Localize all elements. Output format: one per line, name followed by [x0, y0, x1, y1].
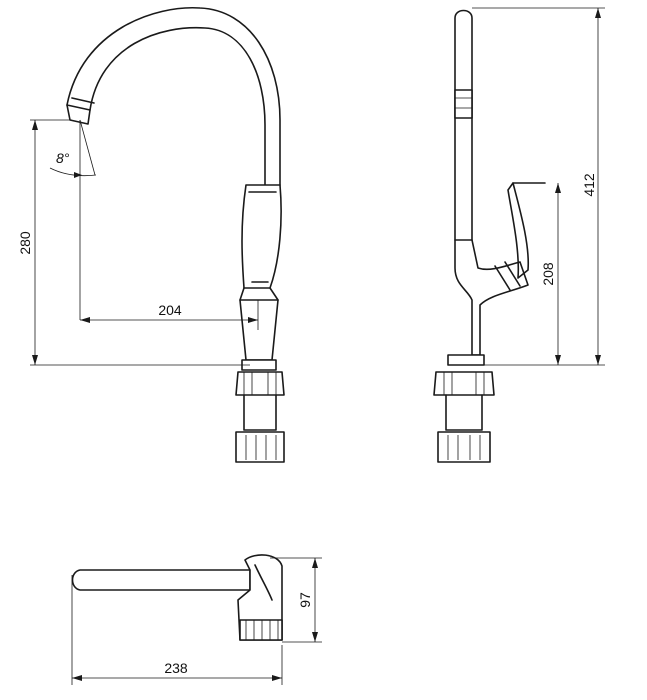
- dim-angle-label: 8°: [56, 150, 70, 166]
- dim-97: 97: [270, 557, 322, 643]
- top-base: [239, 619, 283, 641]
- dim-238-label: 238: [164, 660, 188, 676]
- front-spout: [66, 6, 281, 186]
- dim-angle: 8°: [49, 119, 97, 320]
- front-view: 280 8° 204: [17, 6, 285, 463]
- dim-204: 204: [80, 300, 259, 330]
- dim-204-label: 204: [158, 302, 182, 318]
- front-nut: [235, 371, 285, 396]
- side-nut: [433, 371, 495, 396]
- dim-412-label: 412: [581, 173, 597, 197]
- top-view: 97 238: [71, 554, 322, 685]
- dim-97-label: 97: [297, 592, 313, 608]
- side-aerator: [454, 89, 473, 119]
- dim-208-label: 208: [540, 262, 556, 286]
- front-body: [239, 287, 279, 361]
- side-body: [454, 239, 529, 356]
- top-handle: [237, 554, 283, 641]
- dim-208: 208: [540, 183, 561, 365]
- dim-412: 412: [472, 7, 605, 366]
- front-fitting: [235, 431, 285, 463]
- side-fitting: [437, 431, 491, 463]
- front-aerator: [66, 104, 91, 125]
- top-spout: [71, 569, 251, 591]
- front-handle: [241, 184, 282, 289]
- dim-280: 280: [17, 119, 250, 366]
- dim-238: 238: [71, 575, 283, 685]
- side-handle: [507, 182, 530, 279]
- dim-280-label: 280: [17, 231, 33, 255]
- side-spout: [454, 9, 473, 241]
- side-view: 412 208: [433, 7, 605, 463]
